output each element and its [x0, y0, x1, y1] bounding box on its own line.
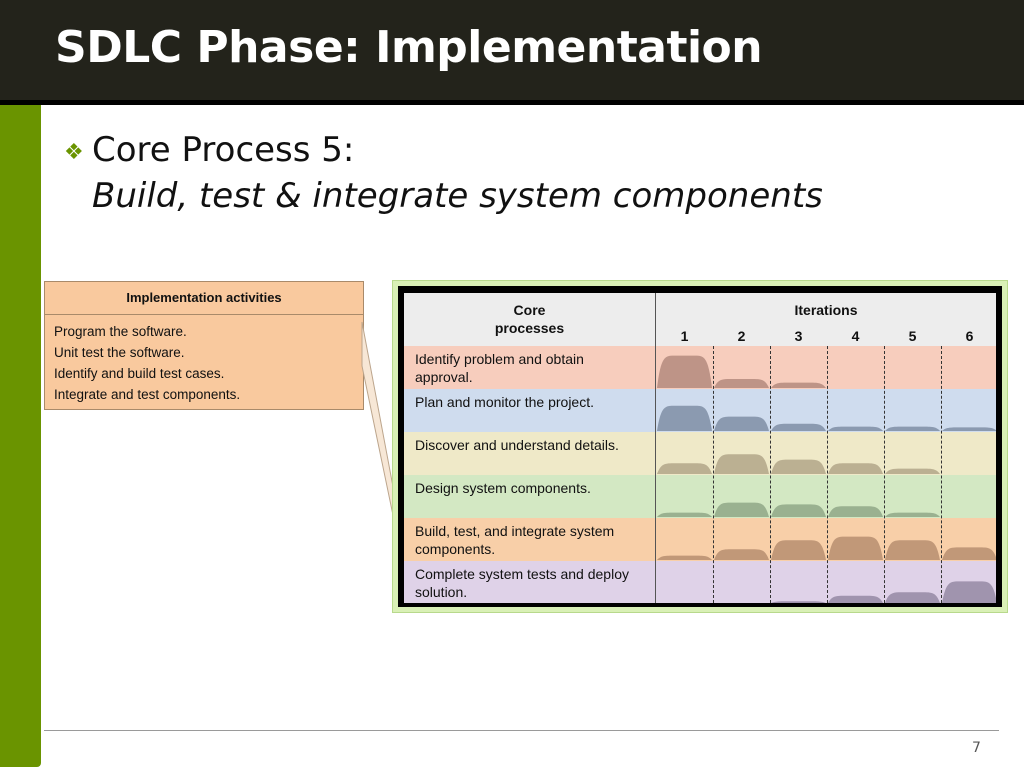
- iteration-number: 5: [908, 328, 917, 344]
- process-label-line1: Complete system tests and deploy: [415, 566, 629, 582]
- activities-list: Program the software. Unit test the soft…: [45, 315, 363, 405]
- effort-hump: [714, 502, 769, 517]
- effort-hump: [714, 379, 769, 388]
- process-label-line2: solution.: [415, 584, 468, 600]
- process-label: Build, test, and integrate system compon…: [415, 522, 651, 558]
- iteration-number: 6: [965, 328, 974, 344]
- activities-header: Implementation activities: [45, 282, 363, 315]
- effort-hump: [885, 426, 940, 431]
- effort-hump: [828, 426, 883, 431]
- activity-item: Program the software.: [54, 324, 187, 339]
- iterations-header: Iterations: [794, 302, 858, 318]
- iteration-divider: [884, 346, 885, 603]
- footer-line: [44, 730, 999, 731]
- process-label-line1: Discover and understand details.: [415, 437, 619, 453]
- effort-hump: [657, 555, 712, 560]
- effort-hump: [714, 454, 769, 474]
- process-label-line1: Build, test, and integrate system: [415, 523, 615, 539]
- effort-hump: [828, 536, 883, 560]
- effort-hump: [942, 581, 996, 603]
- effort-humps: [657, 355, 996, 603]
- iteration-divider: [770, 346, 771, 603]
- process-label: Plan and monitor the project.: [415, 393, 651, 411]
- bullet-text: Core Process 5:: [92, 130, 355, 170]
- diamond-bullet-icon: ❖: [64, 139, 84, 164]
- activity-item: Unit test the software.: [54, 345, 185, 360]
- process-label: Identify problem and obtain approval.: [415, 350, 651, 386]
- page-number: 7: [972, 740, 981, 756]
- effort-hump: [885, 468, 940, 474]
- effort-hump: [942, 427, 996, 431]
- slide-title: SDLC Phase: Implementation: [55, 22, 763, 73]
- activity-item: Identify and build test cases.: [54, 366, 225, 381]
- effort-hump: [885, 592, 940, 603]
- effort-hump: [657, 405, 712, 431]
- process-label-line2: approval.: [415, 369, 473, 385]
- iteration-number: 3: [794, 328, 803, 344]
- activity-item: Integrate and test components.: [54, 387, 241, 402]
- effort-hump: [885, 512, 940, 517]
- iteration-divider: [827, 346, 828, 603]
- effort-hump: [771, 601, 826, 603]
- effort-hump: [828, 595, 883, 603]
- effort-hump: [828, 506, 883, 517]
- effort-hump: [771, 459, 826, 474]
- process-label: Design system components.: [415, 479, 651, 497]
- process-label-line2: components.: [415, 541, 496, 557]
- bullet-subtext: Build, test & integrate system component…: [92, 176, 823, 216]
- iteration-divider: [941, 346, 942, 603]
- effort-hump: [771, 504, 826, 517]
- iteration-divider: [713, 346, 714, 603]
- process-label-line1: Design system components.: [415, 480, 591, 496]
- left-accent-bar: [0, 105, 41, 767]
- title-underline: [0, 100, 1024, 105]
- process-row: Discover and understand details.: [404, 432, 996, 475]
- effort-hump: [828, 463, 883, 474]
- iteration-number: 1: [680, 328, 689, 344]
- column-divider: [655, 293, 656, 603]
- effort-hump: [885, 540, 940, 560]
- core-header-line1: Core: [513, 302, 546, 318]
- core-processes-header: Core processes: [404, 301, 655, 337]
- effort-hump: [714, 549, 769, 560]
- effort-hump: [657, 512, 712, 517]
- iteration-number: 2: [737, 328, 746, 344]
- effort-hump: [942, 547, 996, 560]
- effort-hump: [657, 355, 712, 388]
- process-label: Complete system tests and deploy solutio…: [415, 565, 651, 601]
- process-row: Design system components.: [404, 475, 996, 518]
- effort-hump: [771, 540, 826, 560]
- effort-hump: [771, 382, 826, 388]
- effort-hump: [714, 416, 769, 431]
- process-label-line1: Identify problem and obtain: [415, 351, 584, 367]
- matrix-header: Core processes Iterations 1 2 3 4 5 6: [404, 293, 996, 346]
- process-label: Discover and understand details.: [415, 436, 651, 454]
- iteration-number: 4: [851, 328, 860, 344]
- effort-hump: [771, 423, 826, 431]
- core-header-line2: processes: [494, 320, 565, 336]
- process-label-line1: Plan and monitor the project.: [415, 394, 594, 410]
- implementation-activities-box: Implementation activities Program the so…: [44, 281, 364, 410]
- iterations-matrix: Core processes Iterations 1 2 3 4 5 6 Id…: [404, 293, 996, 603]
- title-bar: [0, 0, 1024, 100]
- effort-hump: [657, 463, 712, 474]
